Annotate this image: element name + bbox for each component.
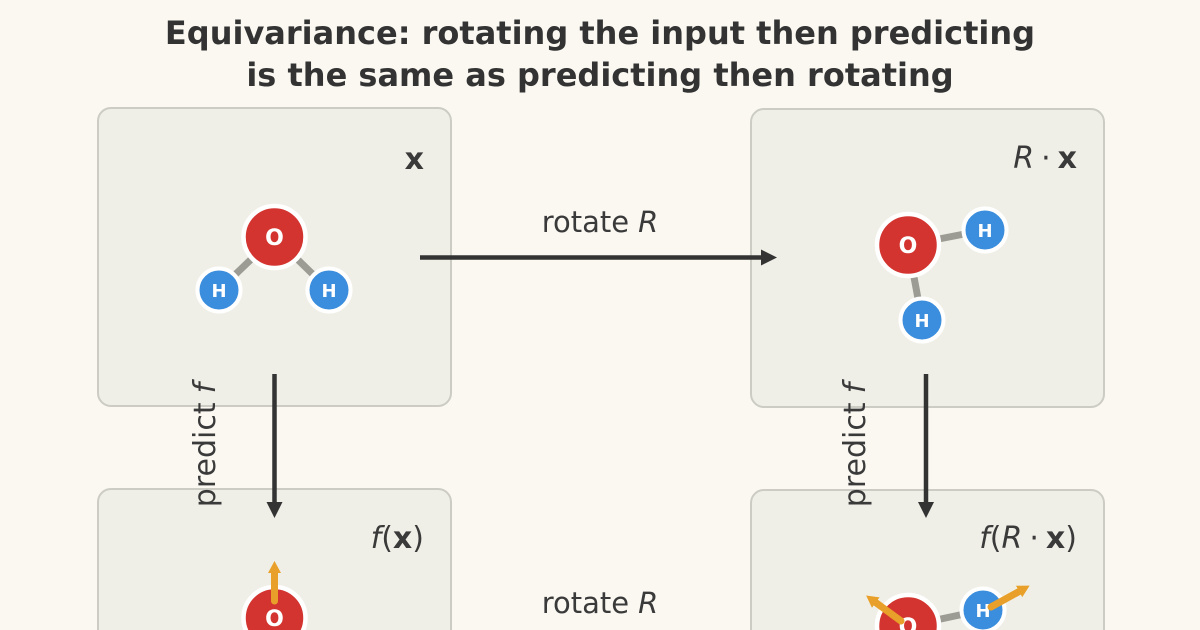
title-line-2: is the same as predicting then rotating	[246, 56, 954, 94]
predict-arrow-label-right: predict f	[835, 335, 875, 555]
function-symbol: f	[187, 382, 223, 394]
rotation-symbol: R	[638, 586, 659, 620]
rotate-word: rotate	[541, 586, 630, 620]
label-rotated-input: R·x	[750, 142, 1077, 176]
function-symbol: f	[979, 521, 990, 556]
paren-open: (	[381, 521, 393, 556]
figure-title: Equivariance: rotating the input then pr…	[0, 12, 1200, 96]
title-line-1: Equivariance: rotating the input then pr…	[164, 14, 1036, 52]
input-symbol: x	[392, 521, 413, 556]
function-symbol: f	[837, 382, 873, 394]
label-input: x	[97, 143, 424, 177]
paren-close: )	[1065, 521, 1077, 556]
panel-rotated-prediction	[750, 489, 1105, 630]
rotation-symbol: R	[638, 205, 659, 239]
rotation-symbol: R	[1013, 141, 1035, 176]
predict-arrow-label-left: predict f	[185, 335, 225, 555]
paren-open: (	[989, 521, 1002, 556]
input-symbol: x	[1045, 521, 1066, 556]
rotation-symbol: R	[1001, 521, 1023, 556]
paren-close: )	[412, 521, 424, 556]
panel-prediction	[97, 488, 452, 630]
dot-symbol: ·	[1041, 141, 1051, 176]
label-prediction: f(x)	[97, 522, 424, 556]
input-symbol: x	[1057, 141, 1077, 176]
input-symbol: x	[404, 142, 424, 177]
function-symbol: f	[370, 521, 382, 556]
label-rotated-prediction: f(R·x)	[750, 522, 1077, 556]
predict-word: predict	[187, 402, 223, 508]
rotate-word: rotate	[541, 205, 630, 239]
dot-symbol: ·	[1029, 521, 1039, 556]
predict-word: predict	[837, 402, 873, 508]
